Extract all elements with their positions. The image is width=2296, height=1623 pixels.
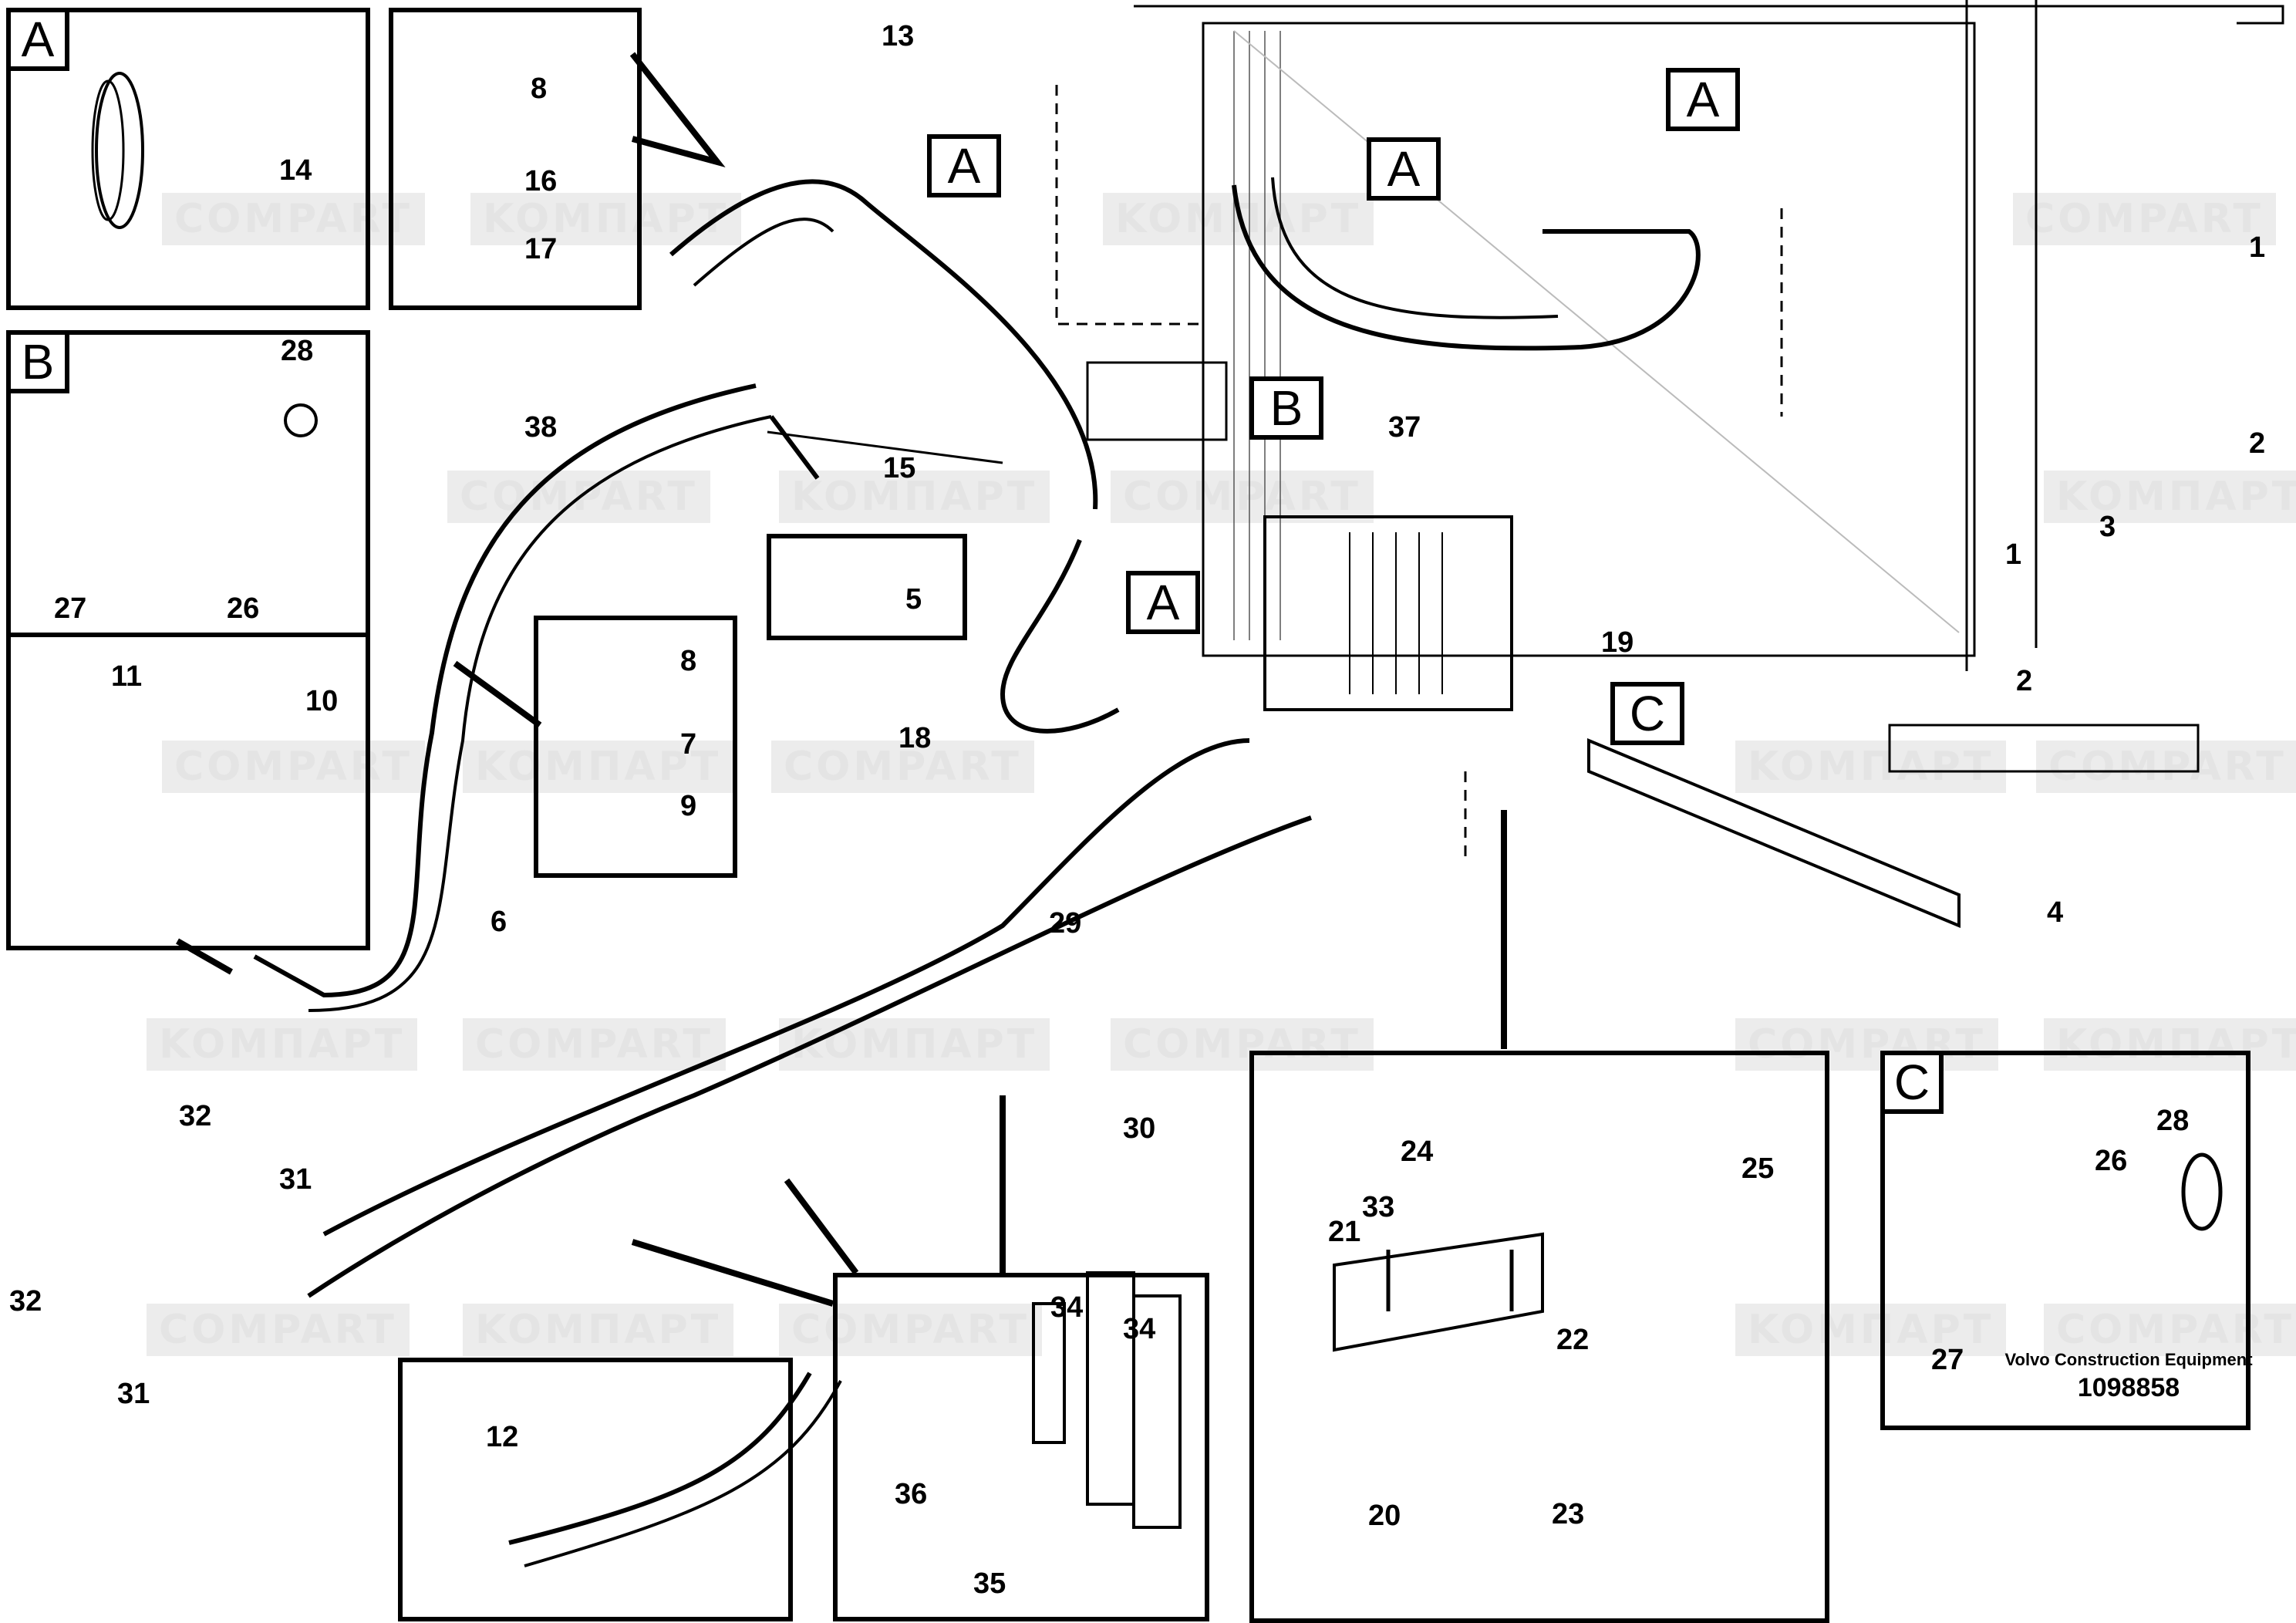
watermark: COMPART bbox=[2044, 1304, 2296, 1356]
watermark: COMPART bbox=[1735, 1018, 1998, 1071]
callout-27: 27 bbox=[54, 592, 87, 625]
watermark: KOMПAPT bbox=[779, 471, 1050, 523]
watermark: COMPART bbox=[2036, 741, 2296, 793]
callout-1: 1 bbox=[2005, 538, 2022, 571]
callout-26: 26 bbox=[2095, 1145, 2128, 1177]
callout-5: 5 bbox=[905, 583, 922, 616]
callout-36: 36 bbox=[895, 1478, 928, 1510]
callout-22: 22 bbox=[1556, 1324, 1590, 1356]
callout-1: 1 bbox=[2249, 231, 2266, 264]
watermark: KOMПAPT bbox=[2044, 471, 2296, 523]
view-marker-a: A bbox=[927, 134, 1001, 197]
drawing-number: 1098858 bbox=[2077, 1373, 2180, 1402]
watermark: COMPART bbox=[779, 1304, 1042, 1356]
detail-view-bracket bbox=[6, 633, 370, 950]
callout-15: 15 bbox=[883, 452, 916, 484]
watermark: COMPART bbox=[162, 193, 425, 245]
callout-4: 4 bbox=[2047, 896, 2064, 929]
callout-23: 23 bbox=[1552, 1498, 1585, 1530]
callout-17: 17 bbox=[524, 233, 558, 265]
callout-32: 32 bbox=[179, 1100, 212, 1132]
detail-tag-b: B bbox=[6, 330, 69, 393]
callout-2: 2 bbox=[2016, 665, 2033, 697]
view-marker-b: B bbox=[1249, 376, 1323, 440]
callout-8: 8 bbox=[531, 73, 548, 105]
callout-14: 14 bbox=[279, 154, 312, 187]
callout-6: 6 bbox=[491, 906, 507, 938]
view-marker-a: A bbox=[1666, 68, 1740, 131]
callout-31: 31 bbox=[279, 1163, 312, 1196]
watermark: COMPART bbox=[162, 741, 425, 793]
manufacturer-credit: Volvo Construction Equipment 1098858 bbox=[1998, 1350, 2260, 1403]
detail-tag-c: C bbox=[1880, 1051, 1944, 1114]
callout-7: 7 bbox=[680, 728, 697, 761]
detail-view-bracket-20 bbox=[1249, 1051, 1829, 1623]
view-marker-a: A bbox=[1126, 571, 1200, 634]
callout-24: 24 bbox=[1401, 1135, 1434, 1168]
detail-view-a: A bbox=[6, 8, 370, 310]
callout-31: 31 bbox=[117, 1378, 150, 1410]
callout-26: 26 bbox=[227, 592, 260, 625]
callout-34: 34 bbox=[1050, 1291, 1084, 1324]
callout-37: 37 bbox=[1388, 411, 1421, 444]
callout-18: 18 bbox=[899, 722, 932, 754]
detail-tag-a: A bbox=[6, 8, 69, 71]
callout-13: 13 bbox=[882, 20, 915, 52]
callout-38: 38 bbox=[524, 411, 558, 444]
radiator bbox=[1086, 0, 2284, 773]
callout-8: 8 bbox=[680, 645, 697, 677]
watermark: COMPART bbox=[447, 471, 710, 523]
watermark: KOMПAPT bbox=[1735, 1304, 2007, 1356]
watermark: KOMПAPT bbox=[2044, 1018, 2296, 1071]
detail-view-clip-2 bbox=[534, 616, 737, 878]
callout-28: 28 bbox=[2156, 1105, 2190, 1137]
callout-16: 16 bbox=[524, 165, 558, 197]
watermark: COMPART bbox=[147, 1304, 410, 1356]
watermark: KOMПAPT bbox=[1735, 741, 2007, 793]
detail-view-c: C bbox=[1880, 1051, 2250, 1430]
watermark: KOMПAPT bbox=[147, 1018, 418, 1071]
watermark: COMPART bbox=[1111, 471, 1374, 523]
watermark: COMPART bbox=[1111, 1018, 1374, 1071]
callout-21: 21 bbox=[1328, 1216, 1361, 1248]
callout-2: 2 bbox=[2249, 427, 2266, 460]
callout-19: 19 bbox=[1601, 626, 1634, 659]
callout-35: 35 bbox=[973, 1567, 1006, 1600]
callout-34: 34 bbox=[1123, 1313, 1156, 1345]
watermark: KOMПAPT bbox=[463, 741, 734, 793]
callout-27: 27 bbox=[1931, 1344, 1964, 1376]
callout-29: 29 bbox=[1049, 907, 1082, 940]
detail-view-hose-12 bbox=[398, 1358, 793, 1621]
callout-10: 10 bbox=[305, 685, 339, 717]
callout-9: 9 bbox=[680, 790, 697, 822]
watermark: KOMПAPT bbox=[779, 1018, 1050, 1071]
watermark: KOMПAPT bbox=[463, 1304, 734, 1356]
view-marker-c: C bbox=[1610, 682, 1684, 745]
callout-30: 30 bbox=[1123, 1112, 1156, 1145]
callout-33: 33 bbox=[1362, 1191, 1395, 1223]
manufacturer-name: Volvo Construction Equipment bbox=[2004, 1350, 2253, 1369]
watermark: COMPART bbox=[463, 1018, 726, 1071]
detail-view-clip-5 bbox=[767, 534, 967, 640]
callout-11: 11 bbox=[111, 660, 143, 693]
callout-12: 12 bbox=[486, 1421, 519, 1453]
watermark: COMPART bbox=[2013, 193, 2276, 245]
watermark: COMPART bbox=[771, 741, 1034, 793]
callout-3: 3 bbox=[2099, 511, 2116, 543]
view-marker-a: A bbox=[1367, 137, 1441, 201]
callout-20: 20 bbox=[1368, 1500, 1401, 1532]
detail-view-clamp-34 bbox=[833, 1273, 1209, 1621]
callout-28: 28 bbox=[281, 335, 314, 367]
callout-25: 25 bbox=[1741, 1152, 1775, 1185]
detail-view-clip bbox=[389, 8, 642, 310]
detail-view-b: B bbox=[6, 330, 370, 637]
callout-32: 32 bbox=[9, 1285, 42, 1318]
